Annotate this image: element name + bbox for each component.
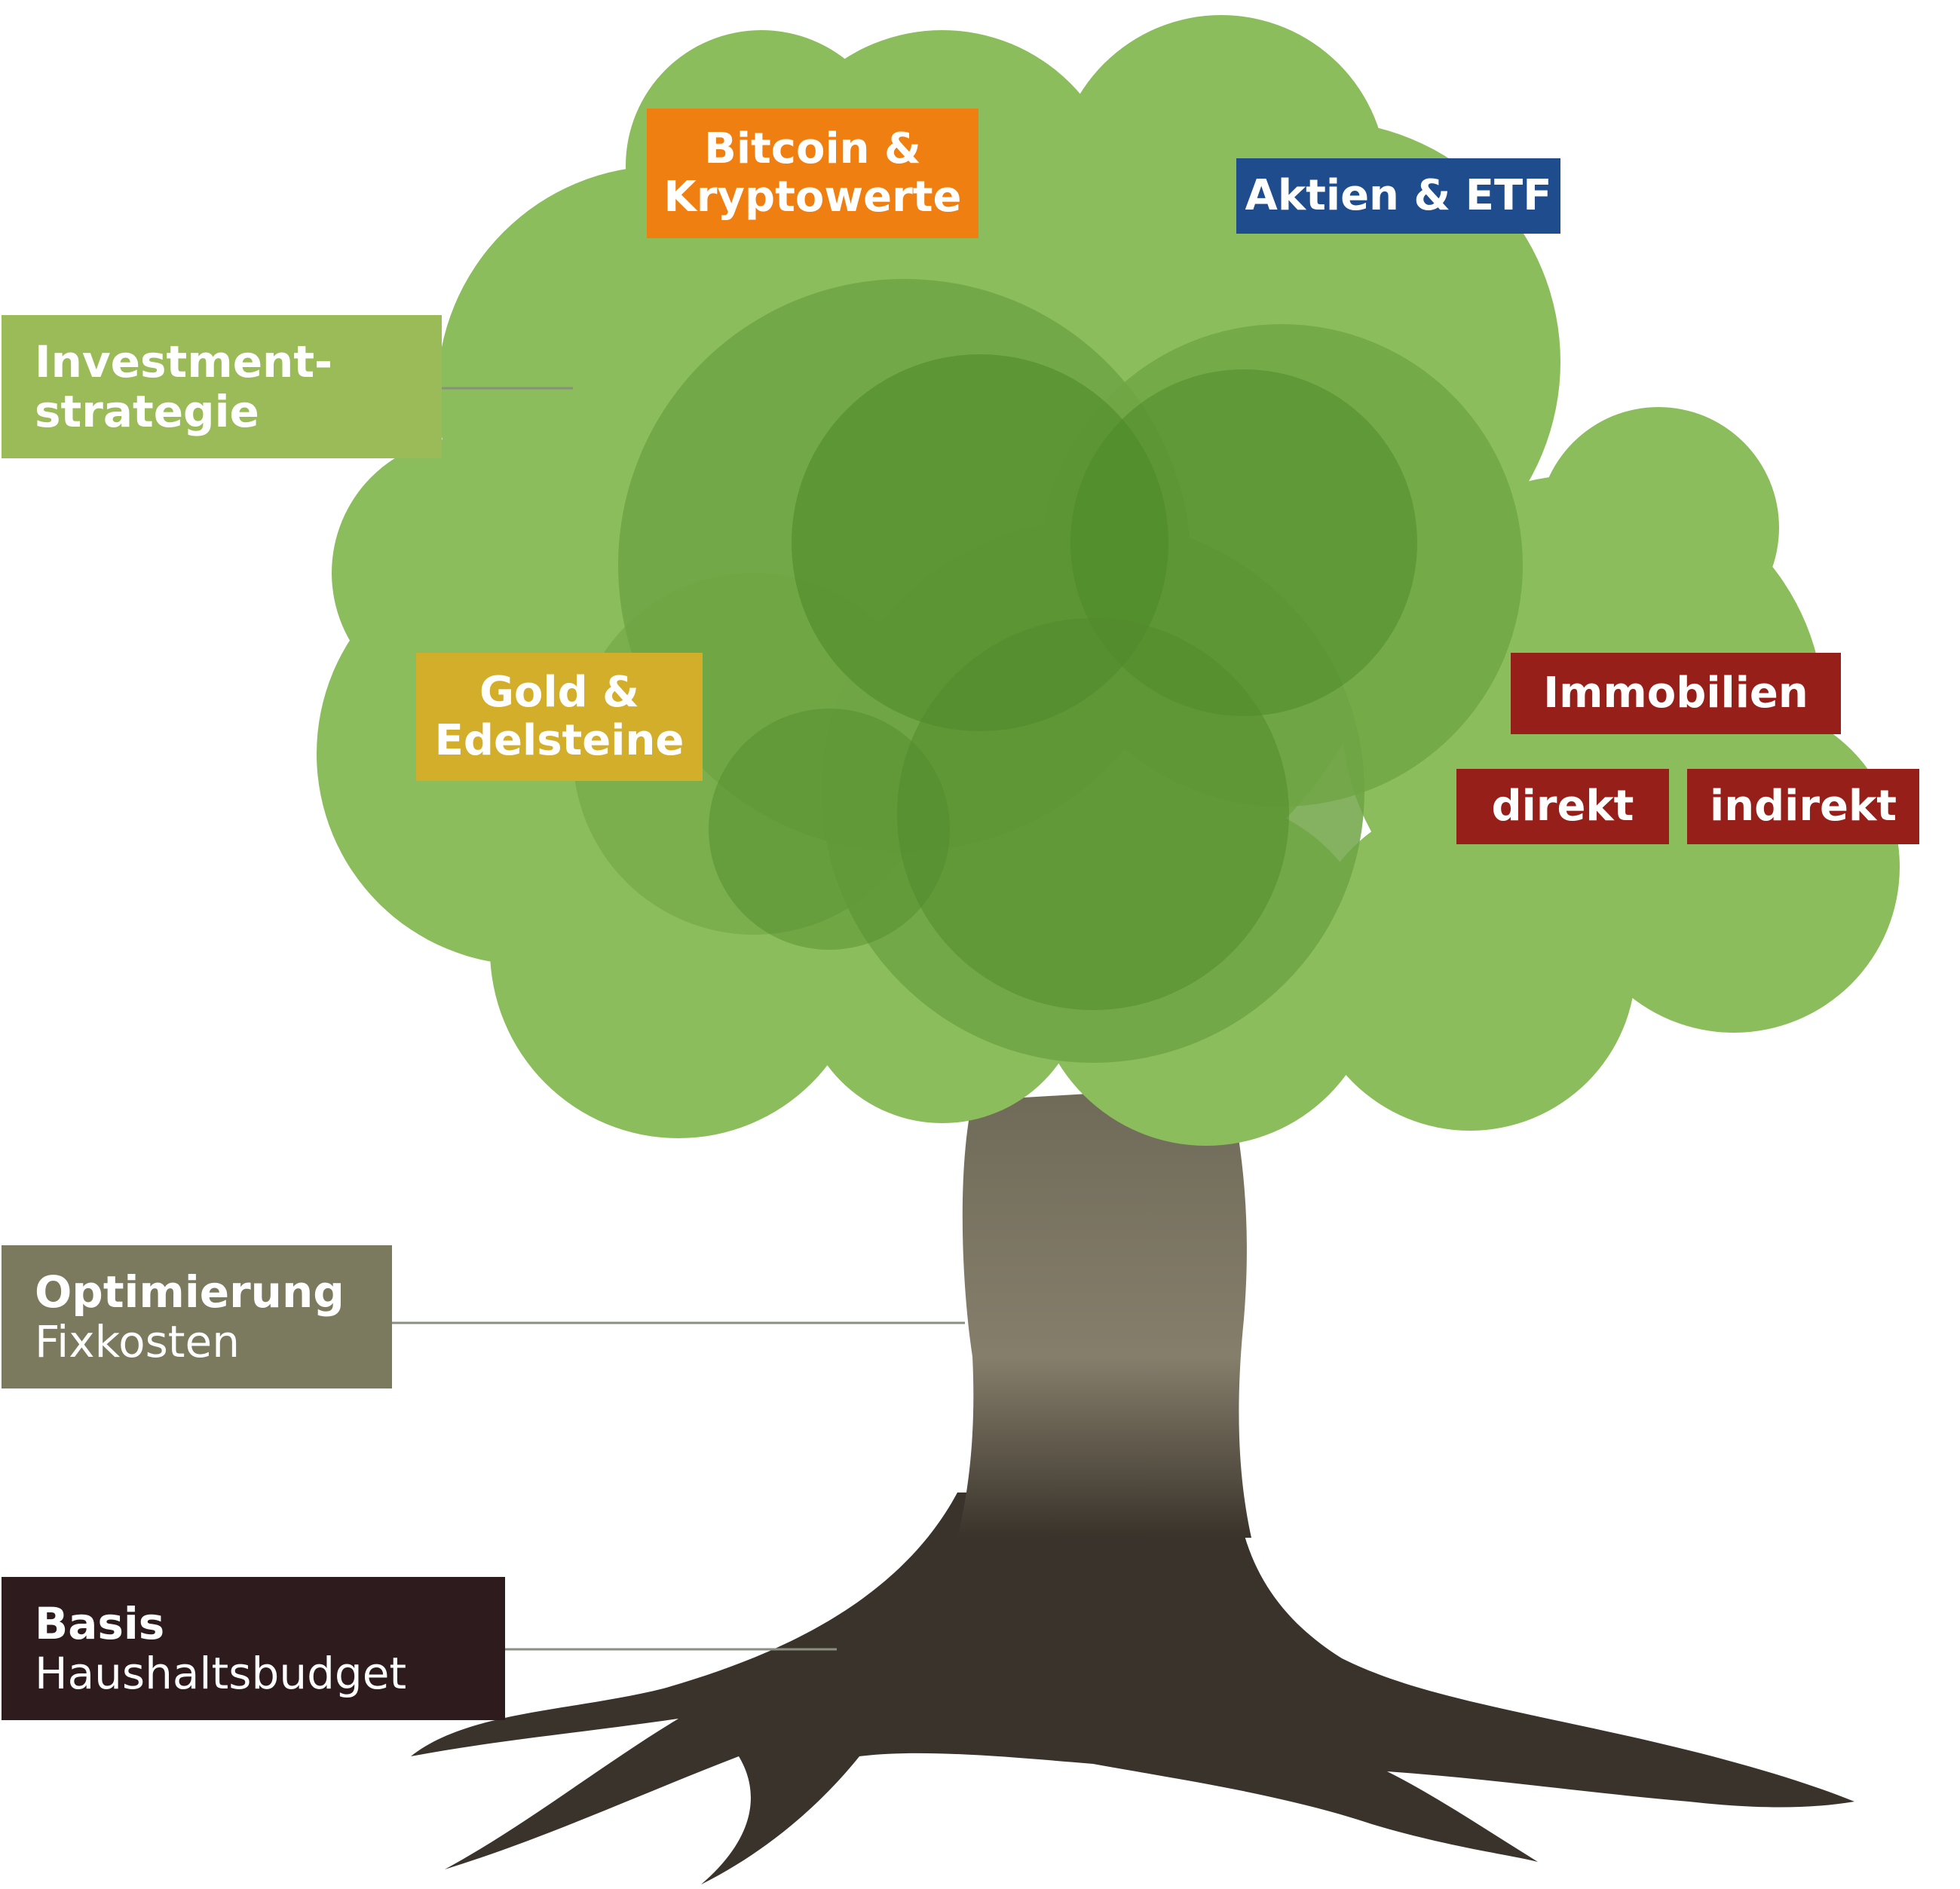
label-direkt: direkt bbox=[1456, 769, 1669, 844]
tree-trunk bbox=[957, 1085, 1251, 1538]
tree-canopy bbox=[317, 15, 1900, 1146]
tree-roots bbox=[411, 1493, 1854, 1884]
label-indirekt: indirekt bbox=[1687, 769, 1919, 844]
label-gold-line1: Gold & bbox=[479, 668, 640, 718]
label-bitcoin-line2: Kryptowerte bbox=[663, 173, 962, 222]
label-gold-line2: Edelsteine bbox=[434, 716, 684, 765]
label-aktien-etf: Aktien & ETF bbox=[1236, 158, 1560, 234]
label-basis-line1: Basis bbox=[35, 1597, 165, 1649]
connector-lines bbox=[392, 387, 965, 1651]
label-immobilien: Immobilien bbox=[1511, 653, 1841, 734]
label-indirekt-text: indirekt bbox=[1710, 782, 1897, 831]
label-investment-line1: Investment- bbox=[35, 335, 333, 387]
label-optimierung-line1: Optimierung bbox=[35, 1266, 345, 1318]
label-basis-line2: Haushaltsbudget bbox=[35, 1648, 407, 1699]
label-direkt-text: direkt bbox=[1491, 782, 1634, 831]
label-immobilien-text: Immobilien bbox=[1543, 669, 1808, 718]
label-aktien-text: Aktien & ETF bbox=[1245, 171, 1552, 221]
label-gold-edelsteine: Gold & Edelsteine bbox=[416, 653, 703, 781]
label-bitcoin-line1: Bitcoin & bbox=[704, 124, 921, 174]
label-investment-line2: strategie bbox=[35, 386, 259, 437]
label-investmentstrategie: Investment- strategie bbox=[2, 315, 442, 458]
label-optimierung-line2: Fixkosten bbox=[35, 1316, 240, 1367]
label-bitcoin-kryptowerte: Bitcoin & Kryptowerte bbox=[647, 109, 978, 238]
label-optimierung-fixkosten: Optimierung Fixkosten bbox=[2, 1245, 392, 1388]
label-basis-haushaltsbudget: Basis Haushaltsbudget bbox=[2, 1577, 505, 1720]
